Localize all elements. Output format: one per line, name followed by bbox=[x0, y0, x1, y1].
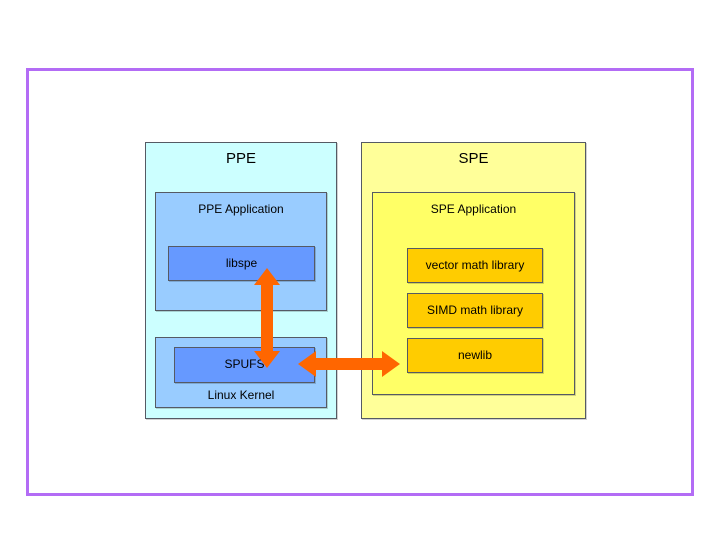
spe-application-label: SPE Application bbox=[430, 202, 517, 216]
spe-label: SPE bbox=[458, 150, 489, 167]
newlib-box: newlib bbox=[407, 338, 543, 373]
simd-math-library-box: SIMD math library bbox=[407, 293, 543, 328]
ppe-application-label: PPE Application bbox=[198, 202, 284, 216]
vector-math-library-label: vector math library bbox=[425, 257, 525, 272]
libspe-label: libspe bbox=[225, 255, 258, 270]
slide-frame bbox=[26, 68, 694, 496]
vector-math-library-box: vector math library bbox=[407, 248, 543, 283]
newlib-label: newlib bbox=[457, 347, 493, 362]
spufs-box: SPUFS bbox=[174, 347, 315, 383]
linux-kernel-label: Linux Kernel bbox=[207, 387, 275, 402]
spufs-newlib-double-arrow-icon bbox=[298, 351, 400, 377]
simd-math-library-label: SIMD math library bbox=[426, 302, 524, 317]
spufs-label: SPUFS bbox=[224, 357, 265, 372]
libspe-spufs-double-arrow-icon bbox=[254, 268, 280, 368]
libspe-box: libspe bbox=[168, 246, 315, 281]
ppe-label: PPE bbox=[225, 150, 256, 167]
